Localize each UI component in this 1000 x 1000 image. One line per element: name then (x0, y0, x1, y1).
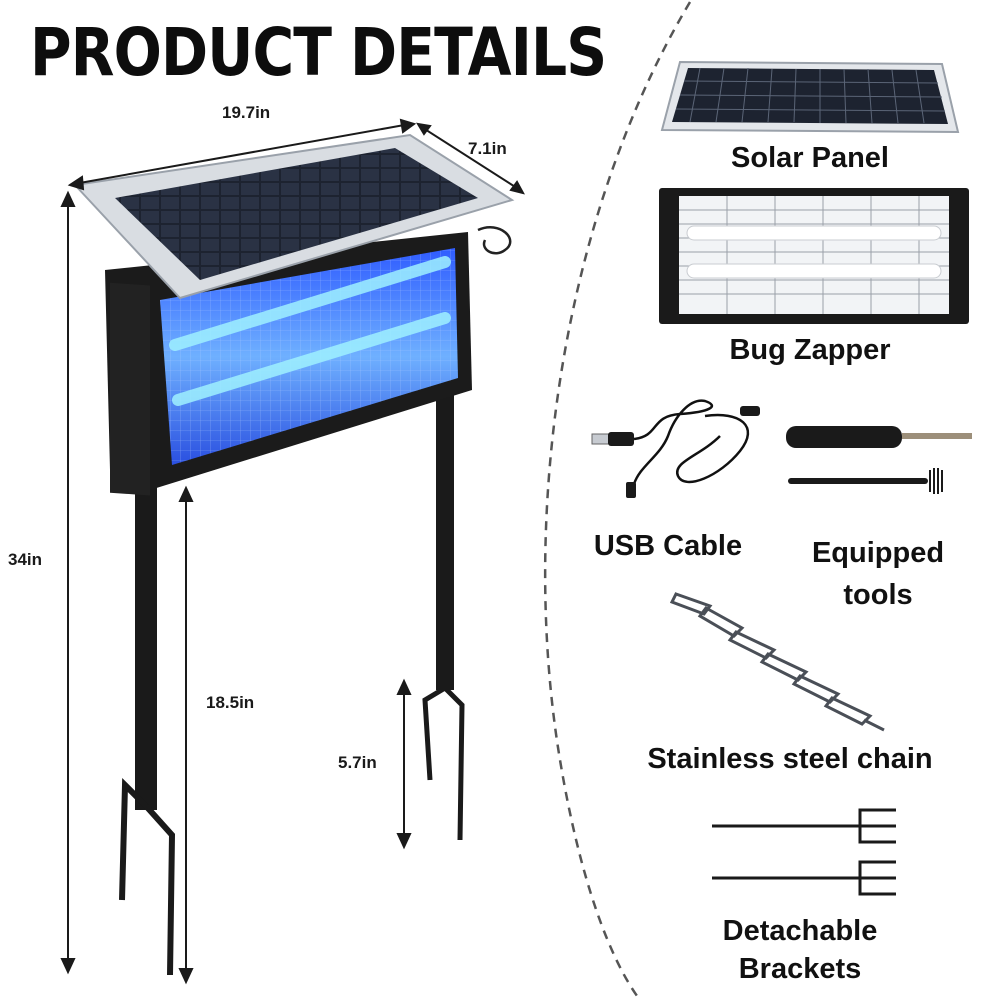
width-dimension: 19.7in (222, 103, 271, 122)
solar-panel-top (72, 133, 515, 300)
brackets-label-line1: Detachable (722, 915, 878, 947)
solar-bug-zapper-illustration (60, 118, 525, 985)
chain-image (670, 592, 885, 732)
tools-label: Equipped tools (790, 532, 966, 616)
right-stake (422, 390, 465, 841)
brackets-image (712, 808, 896, 896)
usb-cable-image (591, 399, 760, 498)
tools-image (786, 426, 972, 494)
page-title: PRODUCT DETAILS (30, 14, 607, 91)
tools-label-line1: Equipped (811, 537, 945, 569)
brackets-label-line2: Brackets (738, 953, 862, 985)
chain-label: Stainless steel chain (647, 743, 933, 775)
left-stake (119, 470, 176, 976)
bug-zapper-label: Bug Zapper (729, 334, 891, 366)
pole-height-dimension: 18.5in (206, 693, 255, 712)
total-height-dimension: 34in (8, 550, 43, 569)
brackets-label: Detachable Brackets (700, 912, 900, 988)
spike-length-dimension: 5.7in (338, 753, 377, 772)
depth-dimension: 7.1in (468, 139, 507, 158)
solar-panel-image (660, 60, 960, 134)
usb-cable-label: USB Cable (593, 530, 743, 562)
bug-zapper-image (659, 188, 969, 324)
tools-label-line2: tools (843, 579, 913, 611)
solar-panel-label: Solar Panel (731, 142, 889, 174)
